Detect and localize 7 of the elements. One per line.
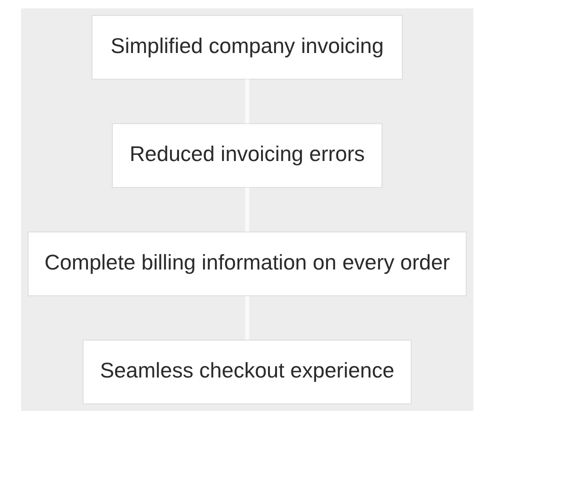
connector (244, 188, 249, 232)
node-box: Seamless checkout experience (82, 340, 412, 404)
connector (244, 79, 249, 124)
connector (244, 296, 249, 340)
node-box: Simplified company invoicing (90, 14, 402, 80)
node-box: Reduced invoicing errors (111, 123, 382, 188)
node-box: Complete billing information on every order (27, 231, 466, 296)
